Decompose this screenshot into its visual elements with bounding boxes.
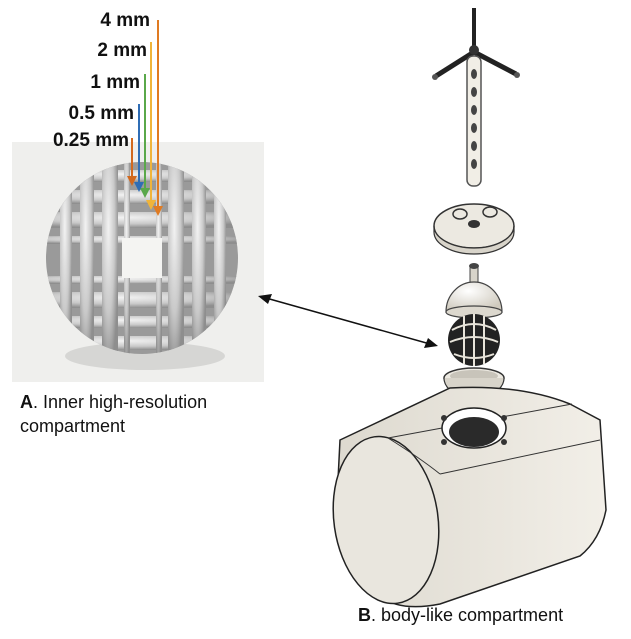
tripod-holder <box>432 8 520 187</box>
lid-plate <box>433 203 515 255</box>
sphere-shadow <box>65 342 225 370</box>
center-hole <box>122 238 162 278</box>
caption-a-line1: . Inner high-resolution <box>33 392 208 412</box>
body-phantom <box>332 386 607 608</box>
dim-label-2mm: 2 mm <box>97 40 147 61</box>
dim-label-0-25mm: 0.25 mm <box>52 130 129 151</box>
caption-b: B. body-like compartment <box>358 603 628 627</box>
caption-a-letter: A <box>20 392 33 412</box>
caption-a-line2: compartment <box>20 416 126 436</box>
caption-a: A. Inner high-resolution compartment <box>20 390 270 438</box>
dim-label-4mm: 4 mm <box>100 10 150 31</box>
dim-label-0-5mm: 0.5 mm <box>68 103 134 124</box>
caption-b-text: . body-like compartment <box>371 605 564 625</box>
dimension-arrows <box>127 20 163 216</box>
dome-cap <box>445 263 503 319</box>
connector-arrow <box>258 294 438 348</box>
insert-sphere <box>448 314 500 366</box>
lattice-sphere <box>46 162 238 354</box>
caption-b-letter: B <box>358 605 371 625</box>
dim-label-1mm: 1 mm <box>90 72 140 93</box>
